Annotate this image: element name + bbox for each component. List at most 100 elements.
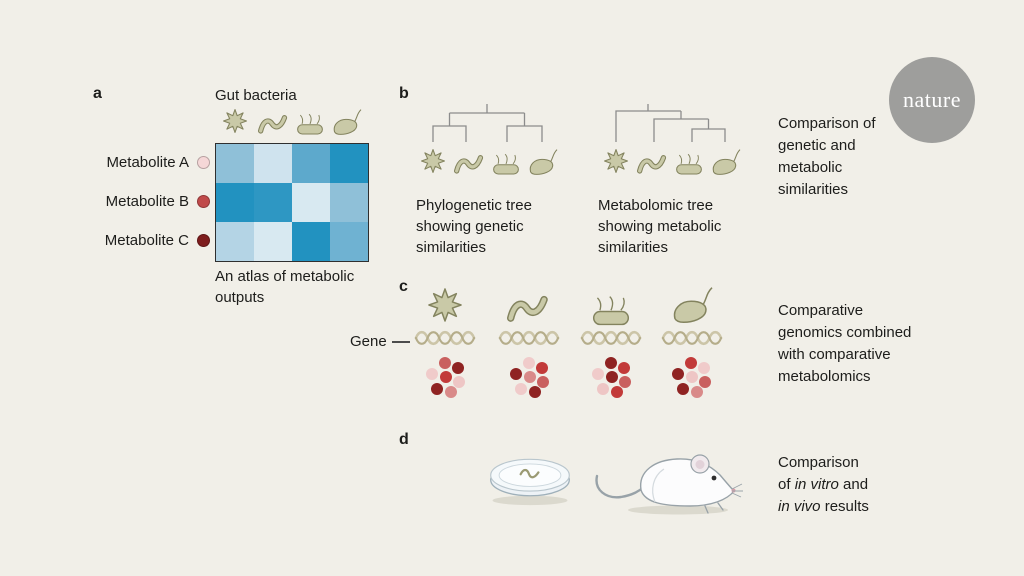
metabolite-a-label: Metabolite A: [106, 154, 189, 171]
metabolite-dot: [619, 376, 631, 388]
metabolite-row-a: Metabolite A: [70, 143, 210, 182]
metabolite-dot: [452, 362, 464, 374]
bacteria-rod-icon: [292, 108, 328, 138]
metabolite-dot: [537, 376, 549, 388]
phylogenetic-tree-icon: [415, 102, 560, 142]
bacteria-vibrio-icon: [666, 284, 716, 326]
in-vivo-text: in vivo: [778, 498, 821, 515]
metabolite-dot: [686, 371, 698, 383]
metabolite-dot: [536, 362, 548, 374]
metabolite-dot: [685, 357, 697, 369]
metabolite-cluster: [590, 357, 636, 399]
metabolite-dot: [606, 371, 618, 383]
annotation-line2-post: and: [838, 476, 869, 493]
nature-logo: nature: [889, 57, 975, 143]
metabolite-row-b: Metabolite B: [70, 182, 210, 221]
metabolite-dot: [440, 371, 452, 383]
gene-strand-icon: [414, 330, 476, 346]
bacteria-star-icon: [420, 284, 470, 326]
bacteria-rod-icon: [488, 148, 524, 178]
annotation-line2-pre: of: [778, 476, 795, 493]
metabolite-dot: [691, 386, 703, 398]
gene-strand-icon: [580, 330, 642, 346]
metabolite-dot: [699, 376, 711, 388]
metabolite-dot: [592, 368, 604, 380]
bacteria-vibrio-icon: [328, 107, 364, 137]
nature-logo-text: nature: [903, 87, 961, 112]
metabolite-dot: [510, 368, 522, 380]
heatmap-cell: [216, 183, 254, 222]
metabolite-b-dot: [197, 195, 210, 208]
bacteria-row-a: [215, 106, 367, 140]
bacteria-star-icon: [598, 146, 634, 176]
metabolite-dot: [524, 371, 536, 383]
panel-d-label: d: [399, 431, 409, 448]
metabolite-dot: [677, 383, 689, 395]
panel-c-label: c: [399, 278, 408, 295]
heatmap-cell: [292, 183, 330, 222]
bacteria-vibrio-icon: [707, 147, 743, 177]
heatmap-grid: [215, 143, 369, 262]
bacteria-spiral-icon: [634, 148, 670, 178]
bacteria-star-icon: [217, 106, 253, 136]
metabolite-dot: [515, 383, 527, 395]
bacteria-rod-icon: [671, 148, 707, 178]
bacteria-spiral-icon: [503, 286, 553, 328]
metabolite-dot: [431, 383, 443, 395]
metabolite-c-dot: [197, 234, 210, 247]
metabolite-dot: [605, 357, 617, 369]
bacteria-vibrio-icon: [524, 147, 560, 177]
metabolite-dot: [453, 376, 465, 388]
annotation-genomics-metabolomics: Comparative genomics combined with compa…: [778, 302, 912, 385]
metabolite-b-label: Metabolite B: [105, 193, 189, 210]
heatmap-cell: [216, 144, 254, 183]
heatmap-cell: [330, 144, 368, 183]
heatmap-cell: [254, 222, 292, 261]
metab-tree-caption: Metabolomic tree showing metabolic simil…: [598, 197, 722, 256]
mouse-icon: [593, 442, 743, 517]
heatmap-cell: [254, 183, 292, 222]
panel-a-label: a: [93, 85, 102, 102]
gene-pointer-line: [391, 341, 410, 343]
bacteria-spiral-icon: [255, 108, 291, 138]
metabolite-c-label: Metabolite C: [104, 232, 189, 249]
petri-dish-icon: [485, 449, 575, 507]
heatmap-cell: [292, 222, 330, 261]
metabolite-dot: [439, 357, 451, 369]
metabolite-dot: [611, 386, 623, 398]
metabolite-dot: [445, 386, 457, 398]
bacteria-spiral-icon: [451, 148, 487, 178]
heatmap-cell: [330, 222, 368, 261]
gene-strand-icon: [498, 330, 560, 346]
in-vitro-text: in vitro: [794, 476, 839, 493]
heatmap-cell: [254, 144, 292, 183]
gut-bacteria-label: Gut bacteria: [215, 87, 297, 104]
bacteria-rod-icon: [586, 288, 636, 330]
metabolite-a-dot: [197, 156, 210, 169]
phylo-tree-caption: Phylogenetic tree showing genetic simila…: [416, 197, 532, 256]
gene-strand-icon: [661, 330, 723, 346]
metabolite-cluster: [424, 357, 470, 399]
metabolite-dot: [523, 357, 535, 369]
bacteria-star-icon: [415, 146, 451, 176]
metabolite-dot: [529, 386, 541, 398]
annotation-line3-post: results: [820, 498, 869, 515]
metabolomic-tree-icon: [598, 102, 743, 142]
heatmap-cell: [292, 144, 330, 183]
gene-label-group: Gene: [350, 331, 410, 352]
heatmap-cell: [330, 183, 368, 222]
metabolite-dot: [698, 362, 710, 374]
metabolite-dot: [672, 368, 684, 380]
bacteria-row-b-left: [415, 146, 563, 180]
metabolite-dot: [618, 362, 630, 374]
annotation-line1: Comparison: [778, 454, 859, 471]
annotation-vitro-vivo: Comparison of in vitro and in vivo resul…: [778, 452, 918, 518]
metabolite-cluster: [508, 357, 554, 399]
metabolite-dot: [597, 383, 609, 395]
atlas-caption: An atlas of metabolic outputs: [215, 268, 355, 306]
gene-label: Gene: [350, 333, 387, 350]
metabolite-cluster: [670, 357, 716, 399]
heatmap-cell: [216, 222, 254, 261]
metabolite-dot: [426, 368, 438, 380]
